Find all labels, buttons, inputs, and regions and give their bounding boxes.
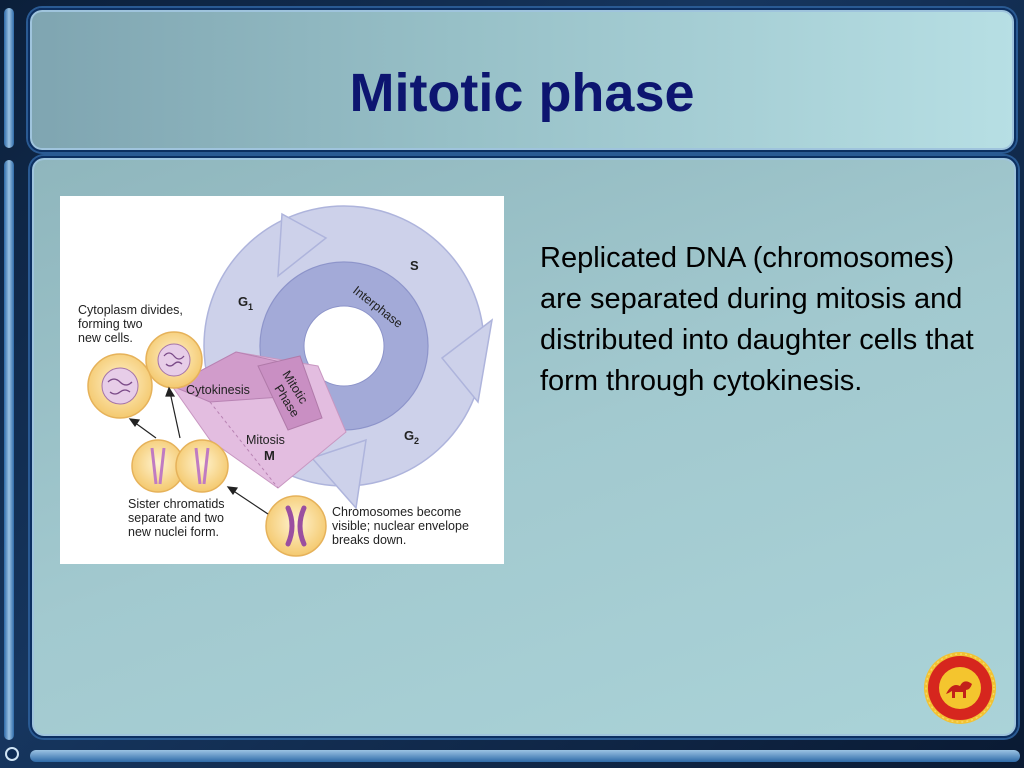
arrow-head-g2 (440, 318, 494, 404)
arrow-head-s (277, 212, 328, 278)
slide-body-text: Replicated DNA (chromosomes) are separat… (540, 242, 974, 397)
caption-chromosomes-line3: breaks down. (332, 533, 406, 547)
label-g1-sub: 1 (248, 302, 253, 312)
caption-chromosomes-line2: visible; nuclear envelope (332, 519, 469, 533)
prophase-cell (265, 495, 327, 557)
process-arrows (128, 386, 269, 515)
caption-sister-line1: Sister chromatids (128, 497, 225, 511)
caption-sister-line3: new nuclei form. (128, 525, 219, 539)
left-decor-bar-top (4, 8, 14, 148)
caption-sister: Sister chromatids separate and two new n… (128, 497, 225, 539)
caption-cytoplasm-line2: forming two (78, 317, 143, 331)
label-s: S (410, 258, 419, 273)
arrow-head-m (310, 438, 367, 510)
slide-title: Mitotic phase (349, 63, 695, 123)
dividing-cell (131, 439, 229, 493)
institution-seal-icon (924, 652, 996, 724)
wedge-divider (209, 401, 279, 489)
cell-cycle-svg: S G 1 G 2 Interphase Mitotic Phase Cytok… (78, 205, 494, 557)
title-panel: Mitotic phase (28, 8, 1016, 152)
label-g2: G (404, 428, 414, 443)
caption-chromosomes: Chromosomes become visible; nuclear enve… (332, 505, 469, 547)
daughter-cell-left (87, 353, 153, 419)
cell-cycle-diagram: S G 1 G 2 Interphase Mitotic Phase Cytok… (60, 196, 504, 564)
label-cytokinesis: Cytokinesis (186, 383, 250, 397)
left-decor-bar-bottom (4, 160, 14, 740)
caption-sister-line2: separate and two (128, 511, 224, 525)
daughter-cell-top (145, 331, 203, 389)
caption-cytoplasm: Cytoplasm divides, forming two new cells… (78, 303, 183, 345)
mitotic-inner-wedge (257, 355, 323, 431)
label-mitosis: Mitosis (246, 433, 285, 447)
corner-dot (5, 747, 19, 761)
label-mitosis-m: M (264, 448, 275, 463)
caption-cytoplasm-line1: Cytoplasm divides, (78, 303, 183, 317)
caption-chromosomes-line1: Chromosomes become (332, 505, 461, 519)
caption-cytoplasm-line3: new cells. (78, 331, 133, 345)
bottom-decor-bar (30, 750, 1020, 762)
label-g2-sub: 2 (414, 436, 419, 446)
label-g1: G (238, 294, 248, 309)
